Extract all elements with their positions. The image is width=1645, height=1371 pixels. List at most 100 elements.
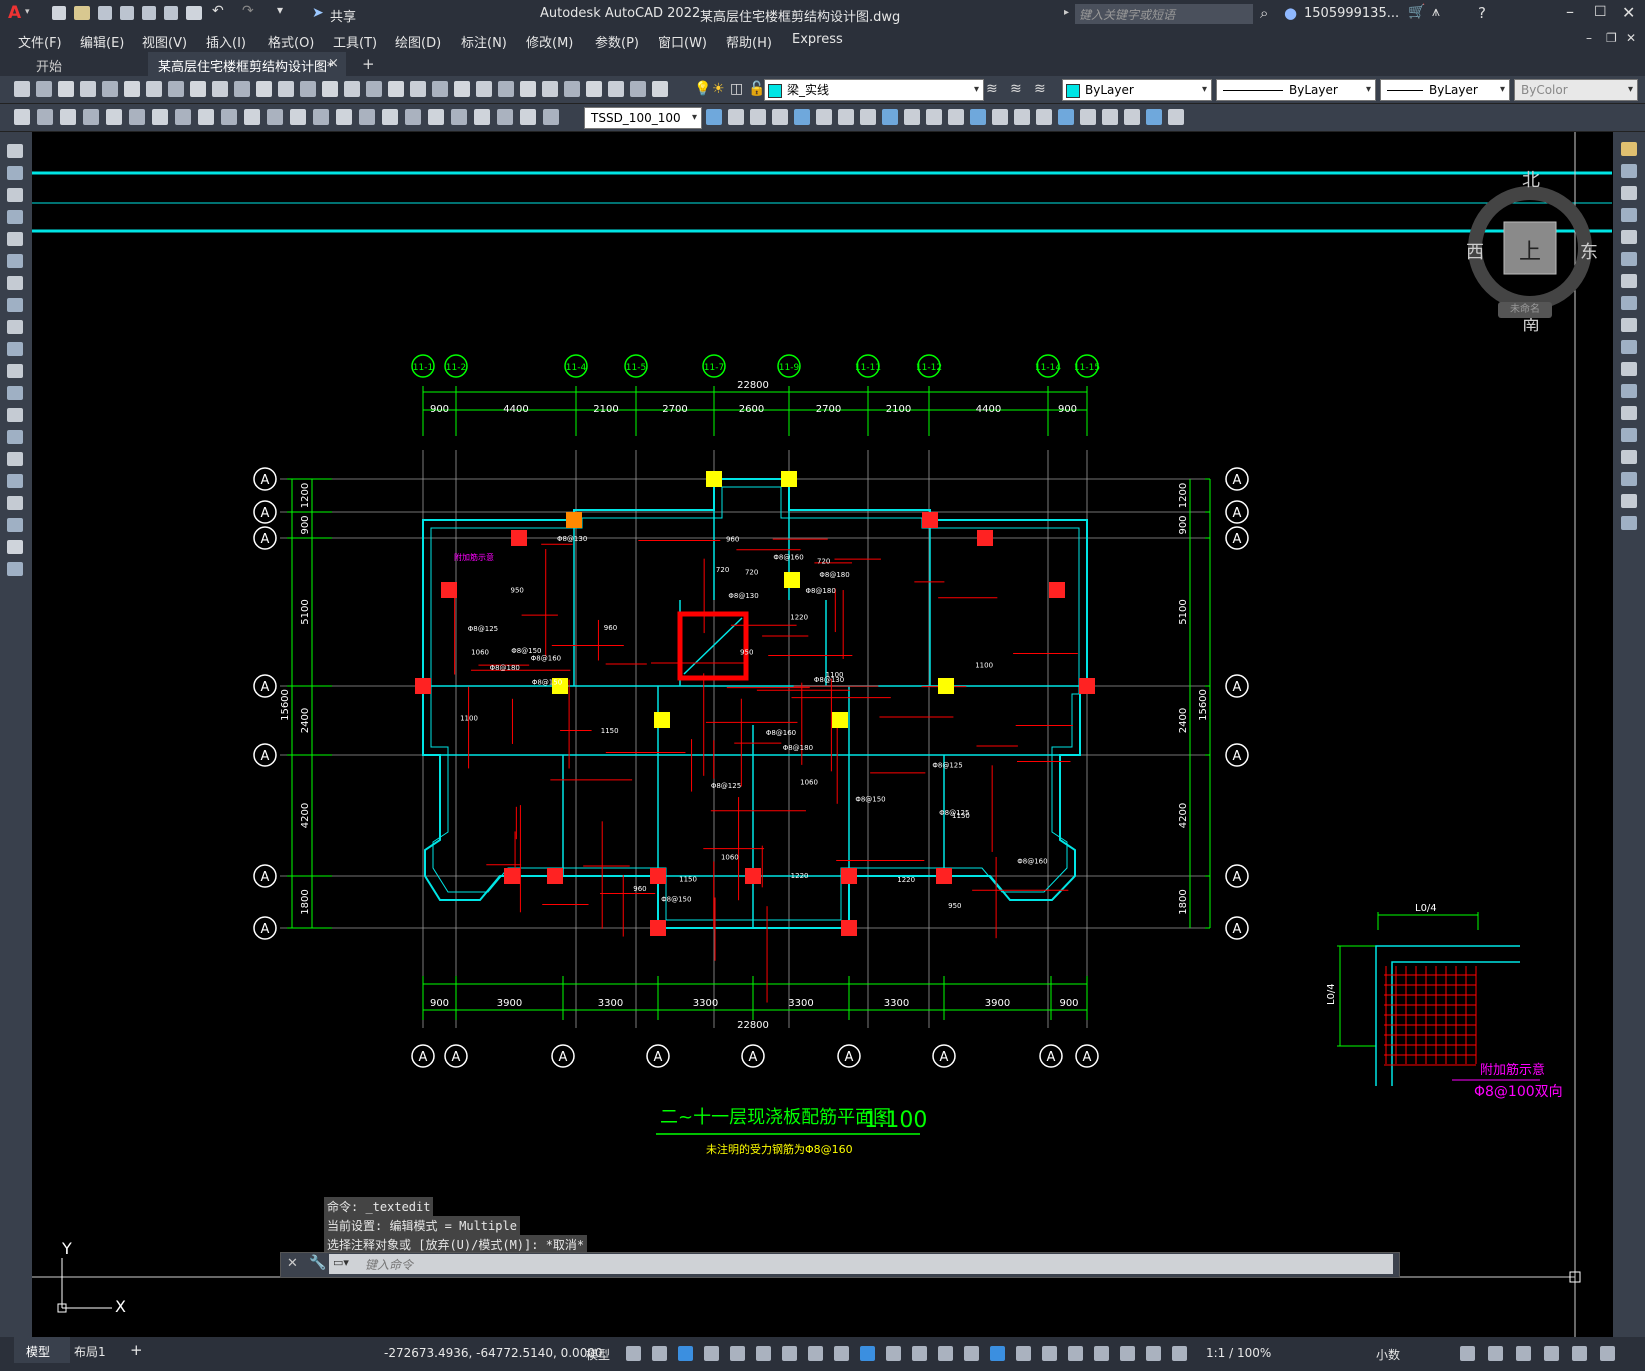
dimension-tool-icon[interactable] [106,109,122,125]
menu-help[interactable]: 帮助(H) [726,36,772,51]
toolbar-tool-icon[interactable] [630,81,646,97]
status-toggle-icon[interactable] [808,1346,823,1361]
modify-tool-icon[interactable] [948,109,964,125]
dimension-tool-icon[interactable] [543,109,559,125]
viewcube-north[interactable]: 北 [1522,170,1540,191]
dimstyle-dropdown[interactable]: TSSD_100_100 ▾ [584,107,702,129]
toolbar-tool-icon[interactable] [256,81,272,97]
draw-tool-icon[interactable] [7,430,23,444]
toolbar-tool-icon[interactable] [278,81,294,97]
dimension-tool-icon[interactable] [359,109,375,125]
dimension-tool-icon[interactable] [336,109,352,125]
draw-tool-icon[interactable] [7,210,23,224]
toolbar-tool-icon[interactable] [432,81,448,97]
make-current-layer-icon[interactable]: ≋ [986,81,998,97]
menu-insert[interactable]: 插入(I) [206,36,246,51]
share-icon[interactable]: ➤ [312,5,324,21]
modify-tool-icon[interactable] [1124,109,1140,125]
modify-tool-icon[interactable] [1621,142,1637,156]
modify-tool-icon[interactable] [1102,109,1118,125]
status-toggle-icon[interactable] [626,1346,641,1361]
viewport-grip[interactable] [1569,1271,1581,1283]
dimension-tool-icon[interactable] [14,109,30,125]
toolbar-tool-icon[interactable] [586,81,602,97]
draw-tool-icon[interactable] [7,518,23,532]
modify-tool-icon[interactable] [1146,109,1162,125]
dimension-tool-icon[interactable] [221,109,237,125]
model-space-toggle[interactable]: 模型 [586,1348,611,1362]
dimension-tool-icon[interactable] [474,109,490,125]
command-customize-icon[interactable]: 🔧 [309,1255,327,1271]
draw-tool-icon[interactable] [7,232,23,246]
tab-model[interactable]: 模型 [14,1337,70,1363]
draw-tool-icon[interactable] [7,254,23,268]
linetype-dropdown[interactable]: ByLayer ▾ [1216,79,1376,101]
modify-tool-icon[interactable] [816,109,832,125]
draw-tool-icon[interactable] [7,276,23,290]
dimension-tool-icon[interactable] [152,109,168,125]
menu-edit[interactable]: 编辑(E) [80,36,125,51]
status-toggle-icon[interactable] [1068,1346,1083,1361]
tab-layout1[interactable]: 布局1 [74,1345,106,1359]
toolbar-tool-icon[interactable] [102,81,118,97]
minimize-icon[interactable]: – [1566,2,1574,21]
status-toggle-icon[interactable] [1042,1346,1057,1361]
customize-qat-icon[interactable]: ▾ [277,3,284,17]
toolbar-tool-icon[interactable] [14,81,30,97]
user-icon[interactable]: ● [1284,4,1298,22]
menu-draw[interactable]: 绘图(D) [395,36,442,51]
modify-tool-icon[interactable] [1014,109,1030,125]
status-toggle-icon[interactable] [1516,1346,1531,1361]
draw-tool-icon[interactable] [7,188,23,202]
modify-tool-icon[interactable] [1621,472,1637,486]
command-input[interactable]: ▭▾ 键入命令 [329,1254,1393,1274]
menu-express[interactable]: Express [792,32,843,47]
dimension-tool-icon[interactable] [60,109,76,125]
toolbar-tool-icon[interactable] [168,81,184,97]
dimension-tool-icon[interactable] [428,109,444,125]
plot-icon[interactable] [186,6,202,20]
modify-tool-icon[interactable] [860,109,876,125]
doc-close-icon[interactable]: ✕ [1626,31,1637,45]
toolbar-tool-icon[interactable] [476,81,492,97]
annotation-scale[interactable]: 1:1 / 100% [1206,1346,1272,1360]
dimension-tool-icon[interactable] [244,109,260,125]
help-icon[interactable]: ? [1478,4,1486,22]
status-toggle-icon[interactable] [782,1346,797,1361]
dimension-tool-icon[interactable] [83,109,99,125]
toolbar-tool-icon[interactable] [300,81,316,97]
layer-previous-icon[interactable]: ≋ [1034,81,1046,97]
modify-tool-icon[interactable] [1058,109,1074,125]
viewcube[interactable]: 北 南 西 东 上 [1466,162,1608,335]
draw-tool-icon[interactable] [7,496,23,510]
toolbar-tool-icon[interactable] [322,81,338,97]
draw-tool-icon[interactable] [7,144,23,158]
modify-tool-icon[interactable] [1621,186,1637,200]
status-toggle-icon[interactable] [1544,1346,1559,1361]
tab-start[interactable]: 开始 [14,52,144,76]
status-toggle-icon[interactable] [1600,1346,1615,1361]
dimension-tool-icon[interactable] [382,109,398,125]
color-dropdown[interactable]: ByLayer ▾ [1062,79,1212,101]
dimension-tool-icon[interactable] [313,109,329,125]
new-tab-plus-icon[interactable]: + [362,55,375,73]
status-toggle-icon[interactable] [860,1346,875,1361]
draw-tool-icon[interactable] [7,540,23,554]
modify-tool-icon[interactable] [1168,109,1184,125]
layer-match-icon[interactable]: ≋ [1010,81,1022,97]
status-toggle-icon[interactable] [1120,1346,1135,1361]
modify-tool-icon[interactable] [1621,362,1637,376]
toolbar-tool-icon[interactable] [344,81,360,97]
toolbar-tool-icon[interactable] [652,81,668,97]
dimension-tool-icon[interactable] [175,109,191,125]
modify-tool-icon[interactable] [1621,274,1637,288]
status-toggle-icon[interactable] [756,1346,771,1361]
toolbar-tool-icon[interactable] [146,81,162,97]
toolbar-tool-icon[interactable] [212,81,228,97]
modify-tool-icon[interactable] [1621,340,1637,354]
draw-tool-icon[interactable] [7,298,23,312]
modify-tool-icon[interactable] [926,109,942,125]
modify-tool-icon[interactable] [1036,109,1052,125]
lineweight-dropdown[interactable]: ByLayer ▾ [1380,79,1510,101]
dimension-tool-icon[interactable] [451,109,467,125]
